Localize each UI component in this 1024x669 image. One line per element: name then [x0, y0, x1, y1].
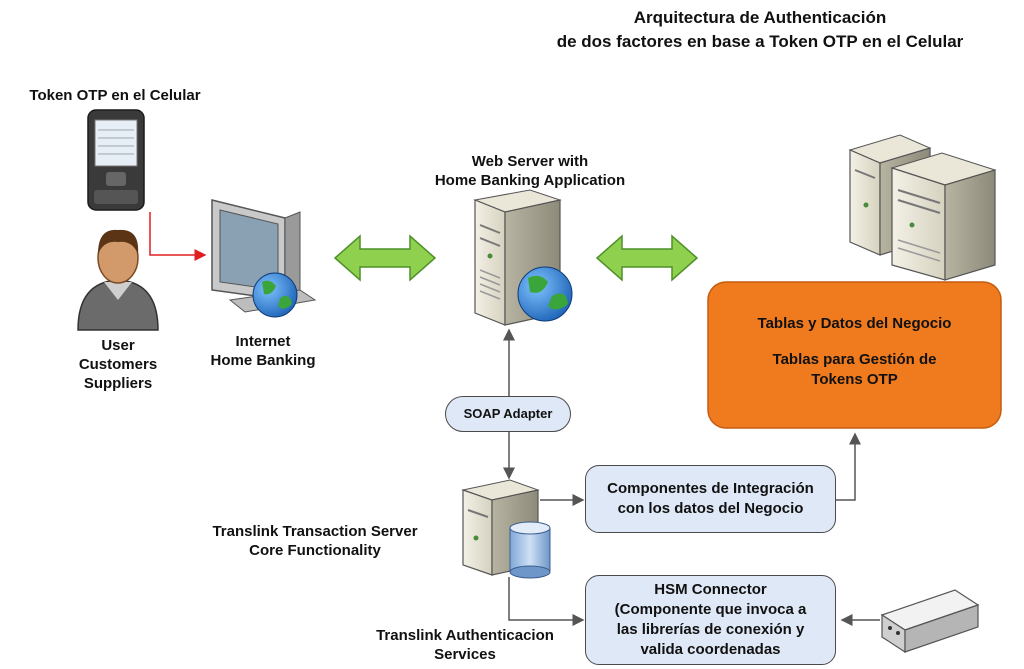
- business-tables-text: Tablas y Datos del Negocio Tablas para G…: [757, 315, 952, 388]
- green-double-arrow-right: [595, 234, 699, 282]
- integration-components-box: Componentes de Integración con los datos…: [585, 465, 836, 533]
- web-server-label: Web Server with Home Banking Application: [434, 153, 626, 189]
- phone-label: Token OTP en el Celular: [29, 87, 201, 104]
- soap-adapter-box: SOAP Adapter: [445, 396, 571, 432]
- integration-to-business-connector: [836, 432, 861, 501]
- diagram-title: Arquitectura de Authenticación de dos fa…: [500, 6, 1020, 54]
- server-icon: [890, 152, 997, 281]
- user-icon: [77, 229, 159, 331]
- internet-home-banking-label: Internet Home Banking: [210, 333, 316, 369]
- phone-icon: [87, 109, 145, 211]
- transaction-to-hsm-connector: [508, 577, 585, 626]
- title-line-2: de dos factores en base a Token OTP en e…: [556, 32, 964, 51]
- title-line-1: Arquitectura de Authenticación: [633, 8, 887, 27]
- hsm-device-icon: [880, 589, 980, 654]
- user-label: User Customers Suppliers: [78, 337, 158, 392]
- phone-to-pc-connector: [149, 212, 207, 261]
- business-tables-box: [707, 281, 1002, 429]
- globe-icon: [517, 266, 573, 322]
- authentication-services-label: Translink Authenticacion Services: [376, 627, 554, 663]
- globe-icon: [252, 272, 298, 318]
- green-double-arrow-left: [333, 234, 437, 282]
- hsm-connector-box: HSM Connector (Componente que invoca a l…: [585, 575, 836, 665]
- database-icon: [509, 521, 551, 579]
- transaction-server-label: Translink Transaction Server Core Functi…: [212, 523, 418, 559]
